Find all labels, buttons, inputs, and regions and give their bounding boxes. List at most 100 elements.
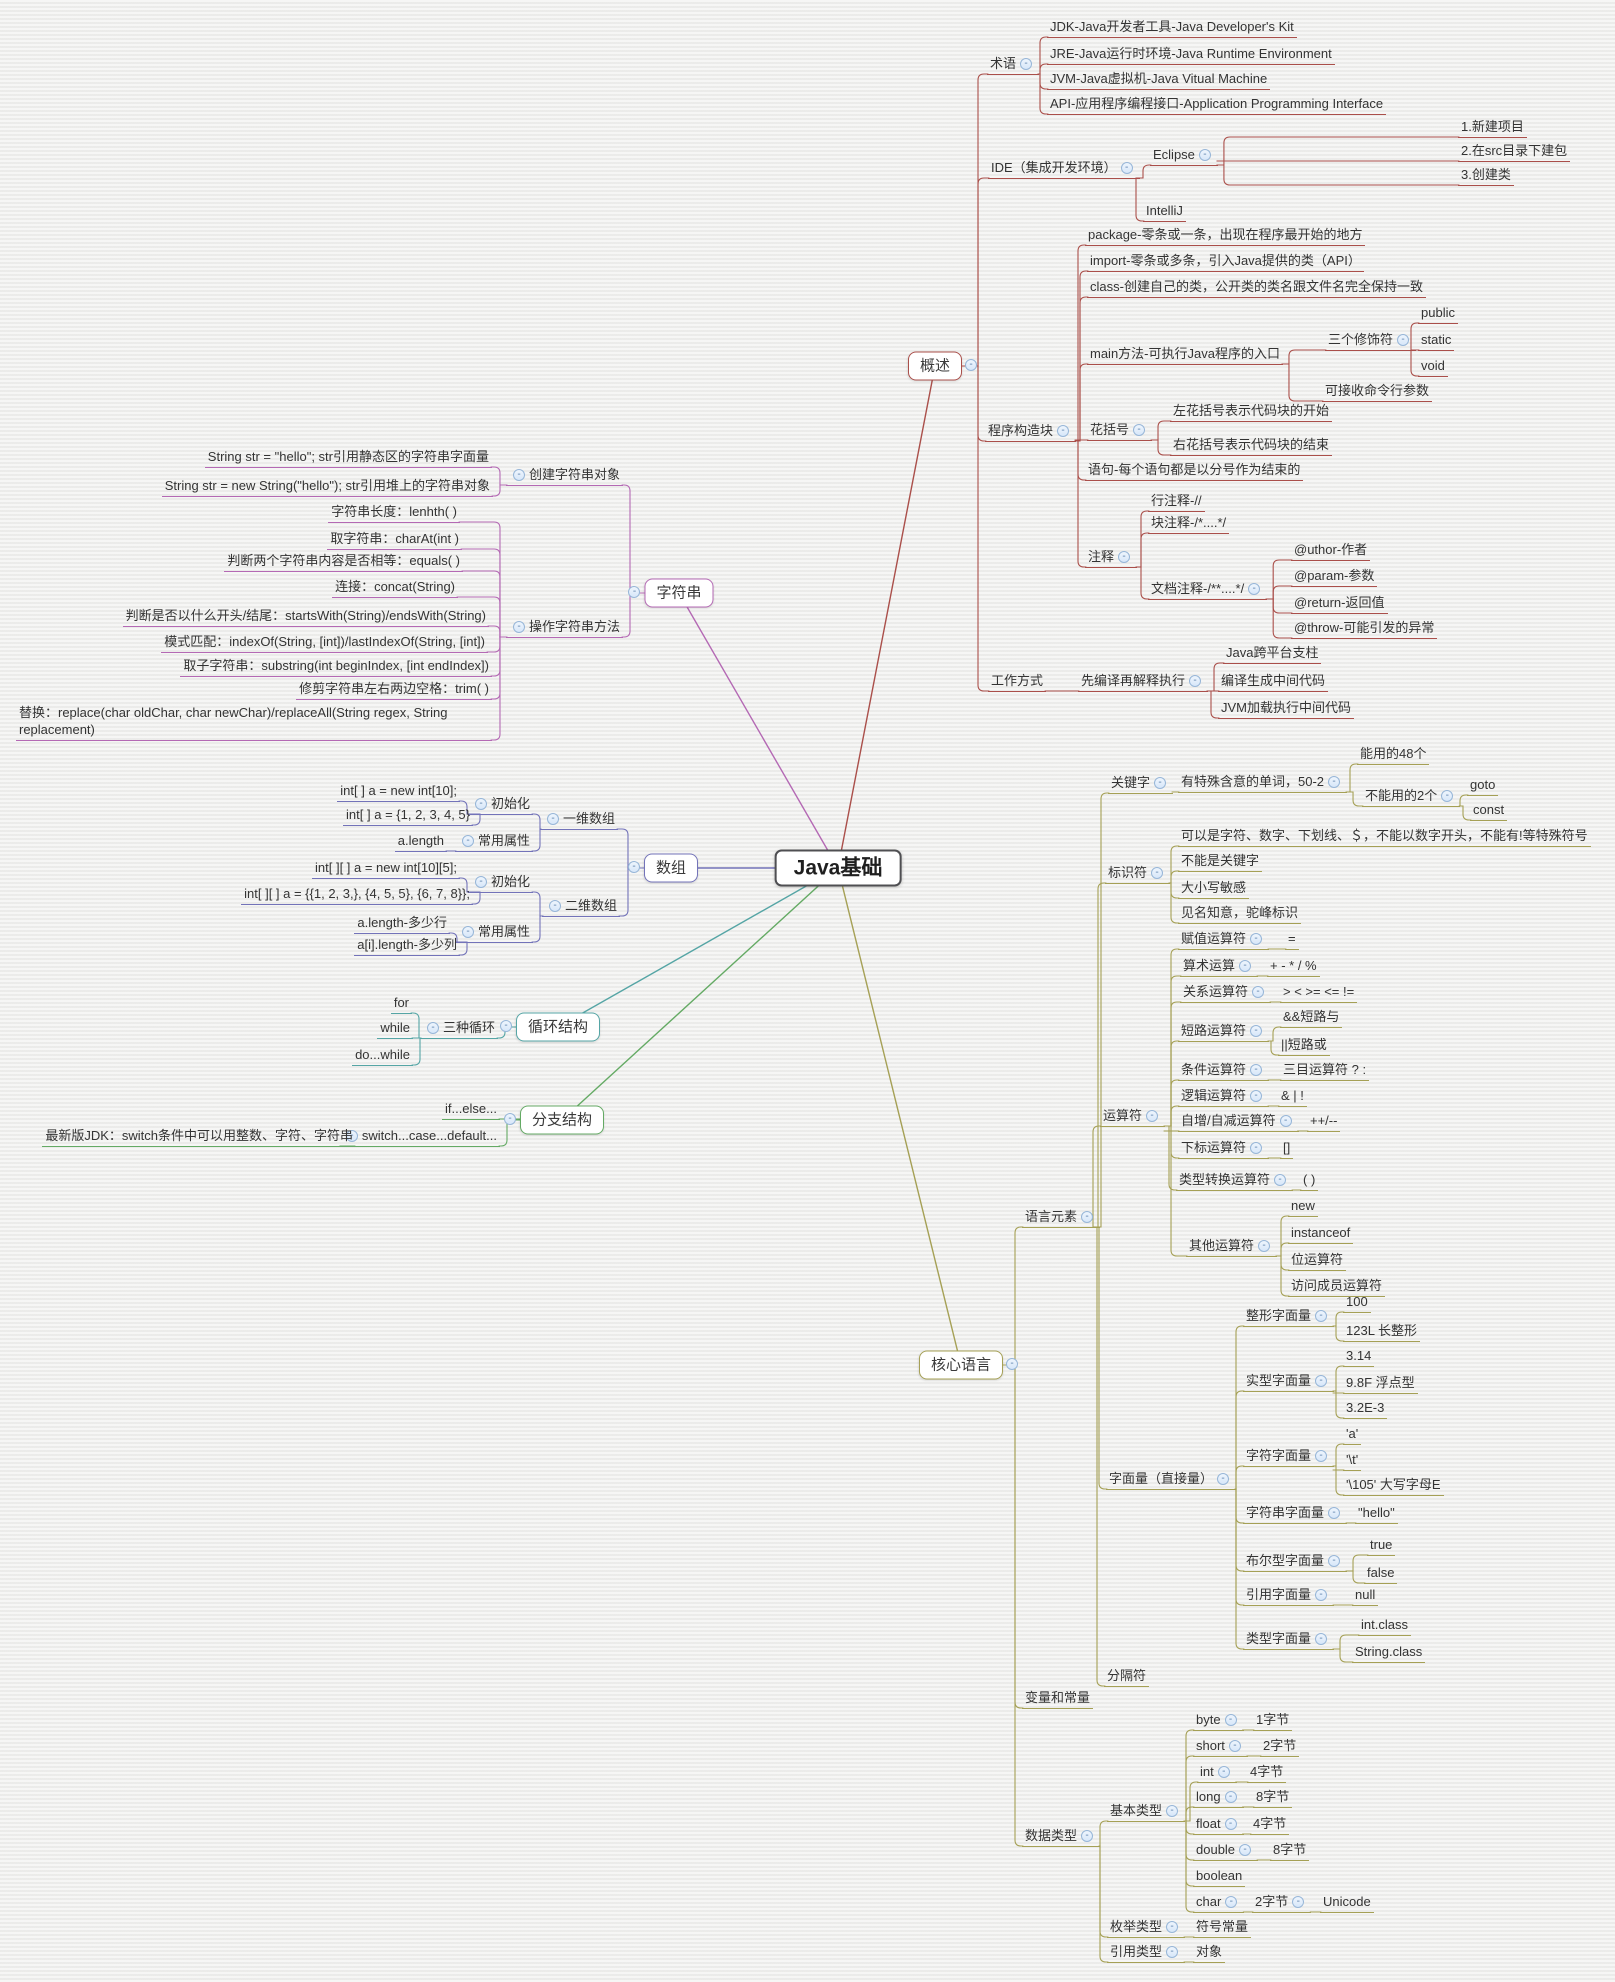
mindmap-node-root[interactable]: Java基础 (774, 849, 902, 887)
mindmap-node-onew[interactable]: new (1288, 1196, 1318, 1217)
collapse-icon-comment[interactable]: - (1118, 550, 1131, 563)
mindmap-node-lita[interactable]: 'a' (1343, 1424, 1362, 1445)
mindmap-node-m1[interactable]: 字符串长度：lenhth( ) (328, 502, 460, 523)
mindmap-node-litfalse[interactable]: false (1364, 1563, 1398, 1584)
collapse-icon-ident[interactable]: - (1151, 866, 1164, 879)
collapse-icon-prop2[interactable]: - (461, 925, 474, 938)
mindmap-node-cls[interactable]: class-创建自己的类，公开类的类名跟文件名完全保持一致 (1087, 277, 1426, 298)
mindmap-node-tfloat4[interactable]: 4字节 (1250, 1814, 1290, 1835)
mindmap-node-ident[interactable]: 标识符- (1105, 863, 1171, 884)
mindmap-node-m8[interactable]: 修剪字符串左右两边空格：trim( ) (296, 679, 492, 700)
collapse-icon-others[interactable]: - (1258, 1239, 1271, 1252)
mindmap-node-kgoto[interactable]: goto (1467, 775, 1499, 796)
mindmap-node-castv[interactable]: ( ) (1300, 1170, 1319, 1191)
mindmap-node-switchc[interactable]: -switch...case...default... (338, 1126, 500, 1147)
mindmap-node-littrue[interactable]: true (1367, 1535, 1396, 1556)
mindmap-node-incdecv[interactable]: ++/-- (1307, 1111, 1341, 1132)
mindmap-node-keyword[interactable]: 关键字- (1108, 773, 1174, 794)
collapse-icon-datatype[interactable]: - (1081, 1829, 1094, 1842)
mindmap-node-eclipse[interactable]: Eclipse- (1150, 145, 1218, 166)
collapse-icon-tbyte[interactable]: - (1224, 1713, 1237, 1726)
mindmap-node-branch[interactable]: 分支结构 (519, 1105, 605, 1135)
mindmap-node-blockc[interactable]: 块注释-/*....*/ (1148, 513, 1230, 534)
collapse-icon-core[interactable]: - (1006, 1358, 1018, 1370)
collapse-icon-unusable[interactable]: - (1441, 789, 1454, 802)
mindmap-node-usable[interactable]: 能用的48个 (1357, 744, 1430, 765)
collapse-icon-init1[interactable]: - (474, 797, 487, 810)
mindmap-node-tdouble8[interactable]: 8字节 (1270, 1840, 1310, 1861)
mindmap-node-tbyte1[interactable]: 1字节 (1253, 1710, 1293, 1731)
mindmap-node-tlong[interactable]: long- (1193, 1787, 1244, 1808)
mindmap-node-b2[interactable]: int[ ][ ] a = {{1, 2, 3,}, {4, 5, 5}, {6… (241, 884, 473, 905)
mindmap-node-litpi[interactable]: 3.14 (1343, 1346, 1375, 1367)
collapse-icon-incdec[interactable]: - (1279, 1114, 1292, 1127)
mindmap-node-term[interactable]: 术语- (987, 54, 1040, 75)
collapse-icon-logic[interactable]: - (1250, 1089, 1263, 1102)
collapse-icon-tenum[interactable]: - (1166, 1920, 1179, 1933)
collapse-icon-switchc[interactable]: - (345, 1129, 358, 1142)
mindmap-node-core[interactable]: 核心语言 (918, 1350, 1004, 1380)
collapse-icon-literal[interactable]: - (1217, 1472, 1230, 1485)
mindmap-node-lang[interactable]: 语言元素- (1022, 1207, 1101, 1228)
collapse-icon-tshort[interactable]: - (1228, 1739, 1241, 1752)
mindmap-node-jvmload[interactable]: JVM加载执行中间代码 (1218, 698, 1355, 719)
collapse-icon-intlit[interactable]: - (1315, 1309, 1328, 1322)
mindmap-node-param[interactable]: @param-参数 (1291, 566, 1378, 587)
collapse-icon-charlit[interactable]: - (1315, 1449, 1328, 1462)
mindmap-node-sep[interactable]: 分隔符 (1104, 1666, 1150, 1687)
mindmap-node-assignv[interactable]: = (1285, 929, 1299, 950)
mindmap-node-cond[interactable]: 条件运算符- (1178, 1060, 1270, 1081)
mindmap-node-oper[interactable]: 运算符- (1100, 1106, 1166, 1127)
mindmap-node-oinst[interactable]: instanceof (1288, 1223, 1354, 1244)
mindmap-node-ops[interactable]: -操作字符串方法 (505, 617, 623, 638)
mindmap-node-author[interactable]: @uthor-作者 (1291, 540, 1371, 561)
collapse-icon-create[interactable]: - (512, 468, 525, 481)
collapse-icon-mods[interactable]: - (1397, 333, 1410, 346)
mindmap-node-litf[interactable]: 9.8F 浮点型 (1343, 1373, 1418, 1394)
collapse-icon-basic[interactable]: - (1166, 1804, 1179, 1817)
mindmap-node-arith[interactable]: 算术运算- (1180, 956, 1259, 977)
collapse-icon-init2[interactable]: - (474, 875, 487, 888)
collapse-icon-branch[interactable]: - (503, 1113, 516, 1125)
mindmap-node-litt[interactable]: '\t' (1343, 1450, 1362, 1471)
mindmap-node-lite[interactable]: 3.2E-3 (1343, 1398, 1388, 1419)
collapse-icon-ops[interactable]: - (512, 620, 525, 633)
mindmap-node-init2[interactable]: -初始化 (467, 872, 533, 893)
mindmap-node-litstrc[interactable]: String.class (1352, 1642, 1426, 1663)
mindmap-node-id3[interactable]: 大小写敏感 (1178, 878, 1250, 899)
mindmap-node-boollit[interactable]: 布尔型字面量- (1243, 1551, 1348, 1572)
mindmap-node-tenum[interactable]: 枚举类型- (1107, 1917, 1186, 1938)
mindmap-node-rel[interactable]: 关系运算符- (1180, 982, 1272, 1003)
collapse-icon-tchar[interactable]: - (1225, 1895, 1238, 1908)
collapse-icon-dim2[interactable]: - (548, 899, 561, 912)
mindmap-node-datatype[interactable]: 数据类型- (1022, 1826, 1101, 1847)
mindmap-node-overview[interactable]: 概述 (907, 351, 963, 381)
mindmap-node-s2[interactable]: String str = new String("hello"); str引用堆… (161, 476, 493, 497)
mindmap-node-obit[interactable]: 位运算符 (1288, 1250, 1347, 1271)
mindmap-node-midcode[interactable]: 编译生成中间代码 (1218, 671, 1329, 692)
collapse-icon-dim1[interactable]: - (546, 812, 559, 825)
mindmap-node-args[interactable]: 可接收命令行参数 (1322, 381, 1433, 402)
collapse-icon-arith[interactable]: - (1239, 959, 1252, 972)
mindmap-node-compile[interactable]: 先编译再解释执行- (1078, 671, 1209, 692)
collapse-icon-typelit[interactable]: - (1315, 1632, 1328, 1645)
mindmap-node-lit123[interactable]: 123L 长整形 (1343, 1321, 1421, 1342)
mindmap-node-ifelse[interactable]: if...else... (441, 1099, 500, 1120)
mindmap-node-rbrace[interactable]: 右花括号表示代码块的结束 (1170, 435, 1333, 456)
collapse-icon-cast[interactable]: - (1274, 1173, 1287, 1186)
mindmap-node-id1[interactable]: 可以是字符、数字、下划线、＄，不能以数字开头，不能有!等特殊符号 (1178, 826, 1591, 847)
collapse-icon-tchar2[interactable]: - (1292, 1895, 1305, 1908)
mindmap-node-id2[interactable]: 不能是关键字 (1178, 851, 1263, 872)
collapse-icon-three[interactable]: - (426, 1021, 439, 1034)
mindmap-node-tchar2[interactable]: 2字节- (1252, 1892, 1312, 1913)
mindmap-node-m7[interactable]: 取子字符串：substring(int beginIndex, [int end… (180, 656, 492, 677)
mindmap-node-unusable[interactable]: 不能用的2个- (1362, 786, 1461, 807)
mindmap-node-array[interactable]: 数组 (643, 853, 699, 883)
collapse-icon-tlong[interactable]: - (1224, 1790, 1237, 1803)
mindmap-node-dim1[interactable]: -一维数组 (539, 809, 618, 830)
mindmap-node-strlit[interactable]: 字符串字面量- (1243, 1503, 1348, 1524)
mindmap-node-bilen[interactable]: a[i].length-多少列 (354, 935, 460, 956)
mindmap-node-tlong8[interactable]: 8字节 (1253, 1787, 1293, 1808)
mindmap-node-special[interactable]: 有特殊含意的单词，50-2- (1178, 772, 1348, 793)
collapse-icon-tdouble[interactable]: - (1239, 1843, 1252, 1856)
